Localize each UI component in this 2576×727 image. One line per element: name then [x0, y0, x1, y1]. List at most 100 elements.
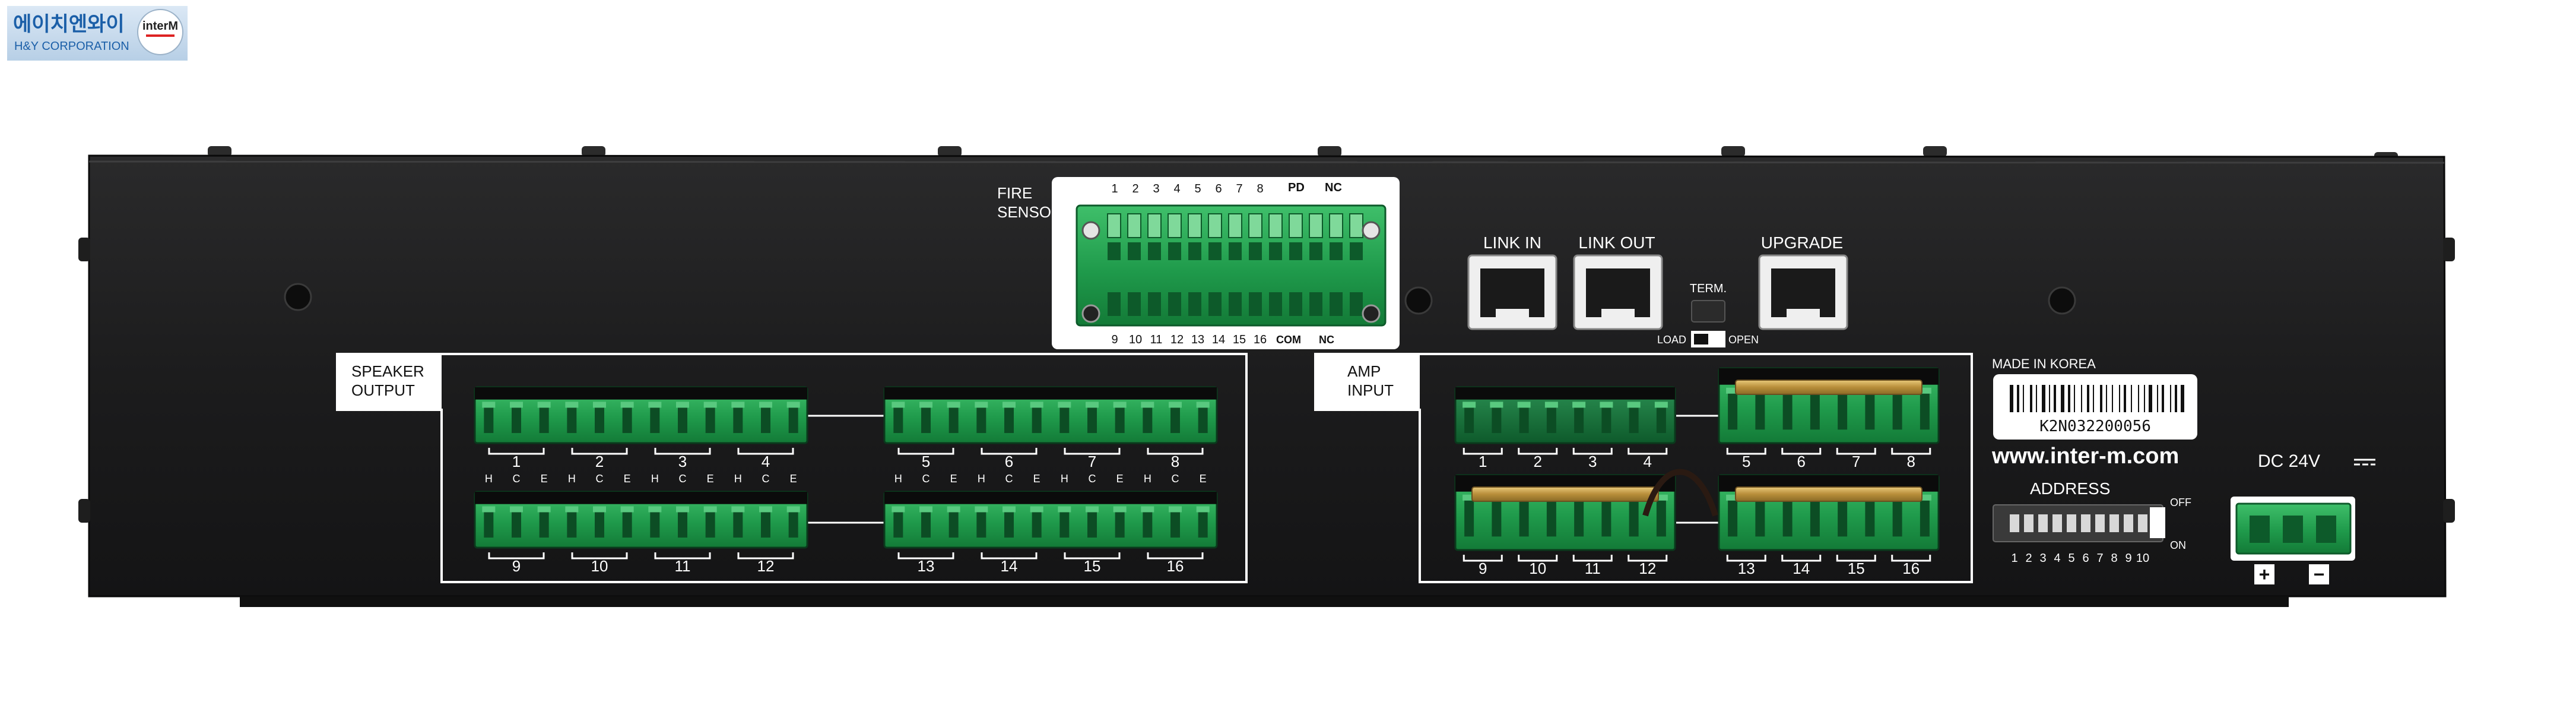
top-foot [1318, 146, 1341, 157]
terminal-block[interactable] [1718, 474, 1940, 551]
dip-switch-number: 4 [2054, 552, 2060, 565]
terminal-hole [761, 510, 770, 538]
terminal-hole [1143, 510, 1153, 538]
terminal-block[interactable] [883, 386, 1218, 444]
dip-switch-key[interactable] [2124, 514, 2133, 532]
barcode-bar [2074, 385, 2075, 412]
fire-sensor-com-label: COM [1276, 334, 1301, 346]
terminal-hole [1892, 499, 1902, 537]
dip-switch-key[interactable] [2024, 514, 2033, 532]
pin-group-bracket [1463, 555, 1503, 562]
dip-switch-key[interactable] [2081, 514, 2090, 532]
terminal-hole [1148, 242, 1161, 260]
terminal-hole [948, 510, 959, 538]
fire-sensor-pin-number: 2 [1132, 182, 1138, 195]
fire-sensor-pin-number: 8 [1257, 182, 1263, 195]
link-in-port[interactable] [1467, 254, 1557, 330]
terminal-hole [678, 405, 687, 434]
terminal-hole [1810, 499, 1820, 537]
terminal-hole [1330, 242, 1343, 260]
pin-group-number: 7 [1088, 453, 1096, 470]
terminal-lever [482, 402, 496, 408]
terminal-block[interactable] [474, 386, 808, 444]
dc-plus-label: + [2259, 564, 2270, 585]
terminal-screw-icon [1362, 221, 1381, 240]
term-switch[interactable] [1691, 300, 1725, 323]
pin-letter-label: C [1172, 473, 1179, 485]
terminal-hole [1188, 242, 1201, 260]
dip-switch-key[interactable] [2095, 514, 2105, 532]
pin-letter-label: H [734, 473, 742, 485]
fire-sensor-pin-number: 15 [1233, 333, 1246, 346]
pin-group-bracket [1064, 448, 1121, 455]
barcode-bar [2042, 385, 2045, 412]
terminal-lever [1030, 402, 1043, 408]
terminal-lever [1141, 506, 1154, 513]
pin-group-bracket [488, 448, 545, 455]
terminal-hole [921, 405, 931, 434]
pin-group-number: 10 [1529, 560, 1546, 577]
terminal-hole [1810, 392, 1820, 430]
pin-group-bracket [1572, 448, 1613, 455]
terminal-block[interactable] [1454, 474, 1676, 551]
terminal-lever [620, 402, 634, 408]
pin-group-bracket [1726, 555, 1766, 562]
terminal-lever [1268, 213, 1283, 238]
dip-switch-key[interactable] [2038, 514, 2048, 532]
terminal-lever [1003, 506, 1016, 513]
terminal-block[interactable] [1718, 367, 1940, 444]
terminal-hole [650, 405, 660, 434]
barcode-bar [2093, 385, 2094, 412]
terminal-hole [1574, 499, 1584, 537]
pin-letter-label: C [679, 473, 687, 485]
upgrade-port[interactable] [1758, 254, 1848, 330]
dip-switch-key[interactable] [2138, 514, 2147, 532]
fire-sensor-pin-number: 4 [1173, 182, 1180, 195]
terminal-hole [1229, 292, 1242, 316]
dc-terminal-hole [2250, 516, 2270, 543]
pin-group-number: 1 [1479, 453, 1487, 470]
link-out-port[interactable] [1573, 254, 1663, 330]
terminal-lever [1329, 213, 1343, 238]
terminal-lever [1086, 506, 1099, 513]
pin-letter-label: E [707, 473, 714, 485]
barcode-bar [2036, 385, 2037, 412]
link-in-label: LINK IN [1483, 233, 1541, 252]
terminal-top-strip [1455, 387, 1675, 400]
dip-switch-key[interactable] [2010, 514, 2019, 532]
terminal-hole [512, 510, 521, 538]
terminal-block[interactable] [1454, 386, 1676, 444]
pin-letter-label: H [568, 473, 576, 485]
terminal-lever [648, 506, 662, 513]
terminal-hole [1168, 292, 1181, 316]
fire-sensor-pin-number: 7 [1236, 182, 1242, 195]
dip-switch-key[interactable] [2109, 514, 2119, 532]
pin-group-number: 6 [1797, 453, 1806, 470]
dip-switch-key[interactable] [2052, 514, 2062, 532]
dc-minus-box [2309, 564, 2329, 584]
top-foot [1721, 146, 1745, 157]
terminal-lever [1654, 402, 1668, 408]
terminal-block[interactable] [883, 491, 1218, 549]
pin-letter-label: E [1200, 473, 1207, 485]
terminal-lever [593, 506, 606, 513]
terminal-block[interactable] [474, 491, 808, 549]
pin-group-number: 8 [1907, 453, 1915, 470]
pin-group-bracket [1463, 448, 1503, 455]
pin-letter-label: E [950, 473, 957, 485]
fire-sensor-pin-number: 13 [1191, 333, 1204, 346]
barcode-bar [2100, 385, 2102, 412]
terminal-lever [1086, 402, 1099, 408]
pin-group-bracket [1726, 448, 1766, 455]
terminal-lever [1113, 506, 1127, 513]
terminal-lever [1169, 506, 1182, 513]
terminal-hole [678, 510, 687, 538]
pin-group-number: 15 [1848, 560, 1865, 577]
terminal-hole [1838, 392, 1848, 430]
pin-group-number: 16 [1902, 560, 1920, 577]
terminal-top-strip [884, 492, 1217, 504]
pin-letter-label: C [1089, 473, 1096, 485]
brass-jumper-bar [1735, 380, 1923, 395]
dip-switch-key[interactable] [2067, 514, 2076, 532]
